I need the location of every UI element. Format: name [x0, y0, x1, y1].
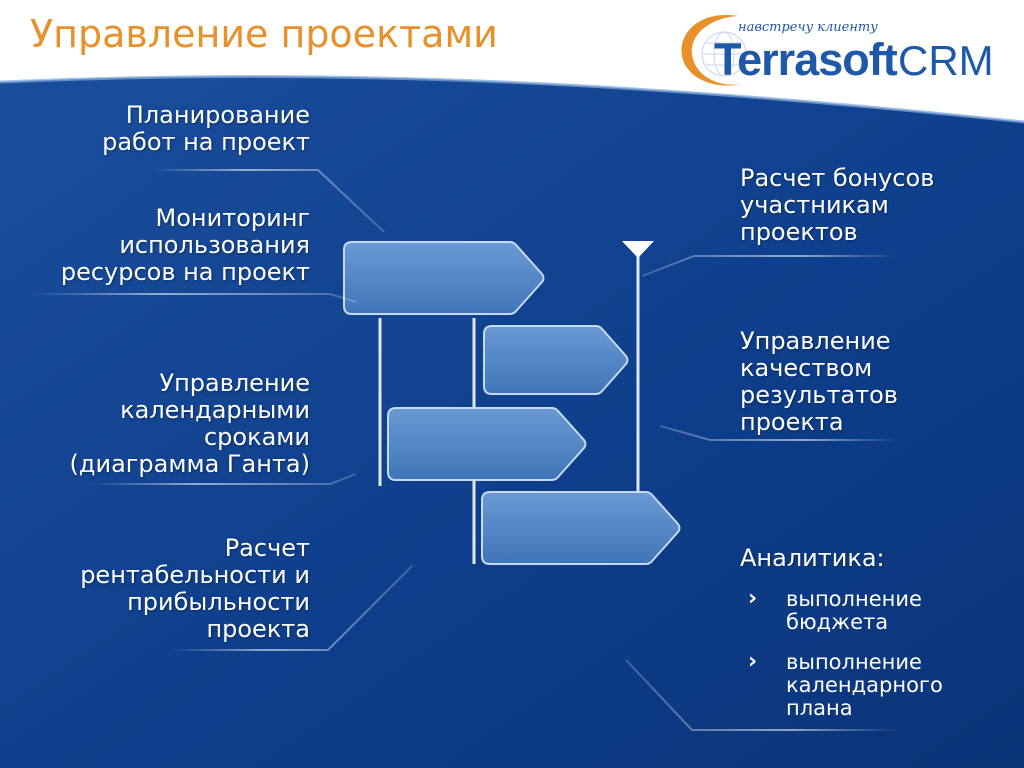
leader-line	[30, 293, 357, 303]
label-profit: Расчет рентабельности и прибыльности про…	[80, 534, 310, 643]
gantt-task-block	[481, 491, 681, 565]
label-planning: Планирование работ на проект	[102, 101, 310, 156]
gantt-task-block	[483, 325, 629, 395]
gantt-task-block	[343, 241, 545, 315]
leader-line	[641, 255, 900, 277]
label-bonus: Расчет бонусов участникам проектов	[740, 164, 935, 246]
leader-line	[625, 659, 900, 731]
panel-top-highlight	[0, 74, 1024, 124]
logo-brand: Terrasoft	[714, 34, 898, 85]
logo-tagline: навстречу клиенту	[738, 20, 878, 35]
leader-line	[170, 565, 413, 651]
label-analytics-heading: Аналитика:	[740, 544, 885, 572]
label-quality: Управление качеством результатов проекта	[740, 327, 898, 436]
chevron-right-icon: ›	[748, 649, 758, 674]
label-monitoring: Мониторинг использования ресурсов на про…	[60, 204, 310, 286]
leader-line	[659, 425, 900, 441]
label-calendar: Управление календарными сроками (диаграм…	[69, 369, 310, 478]
logo-swoosh-icon	[681, 15, 747, 86]
analytics-item: › выполнение бюджета	[748, 586, 922, 634]
gantt-task-block	[387, 407, 587, 481]
logo-product: CRM	[898, 37, 994, 84]
milestone-triangle-icon	[622, 241, 654, 258]
leader-line	[150, 169, 385, 233]
chevron-right-icon: ›	[748, 586, 758, 611]
leader-line	[90, 473, 357, 485]
page-title: Управление проектами	[30, 12, 498, 56]
analytics-item: › выполнение календарного плана	[748, 649, 943, 720]
terrasoft-crm-logo: навстречу клиенту Terrasoft CRM	[676, 10, 1006, 92]
